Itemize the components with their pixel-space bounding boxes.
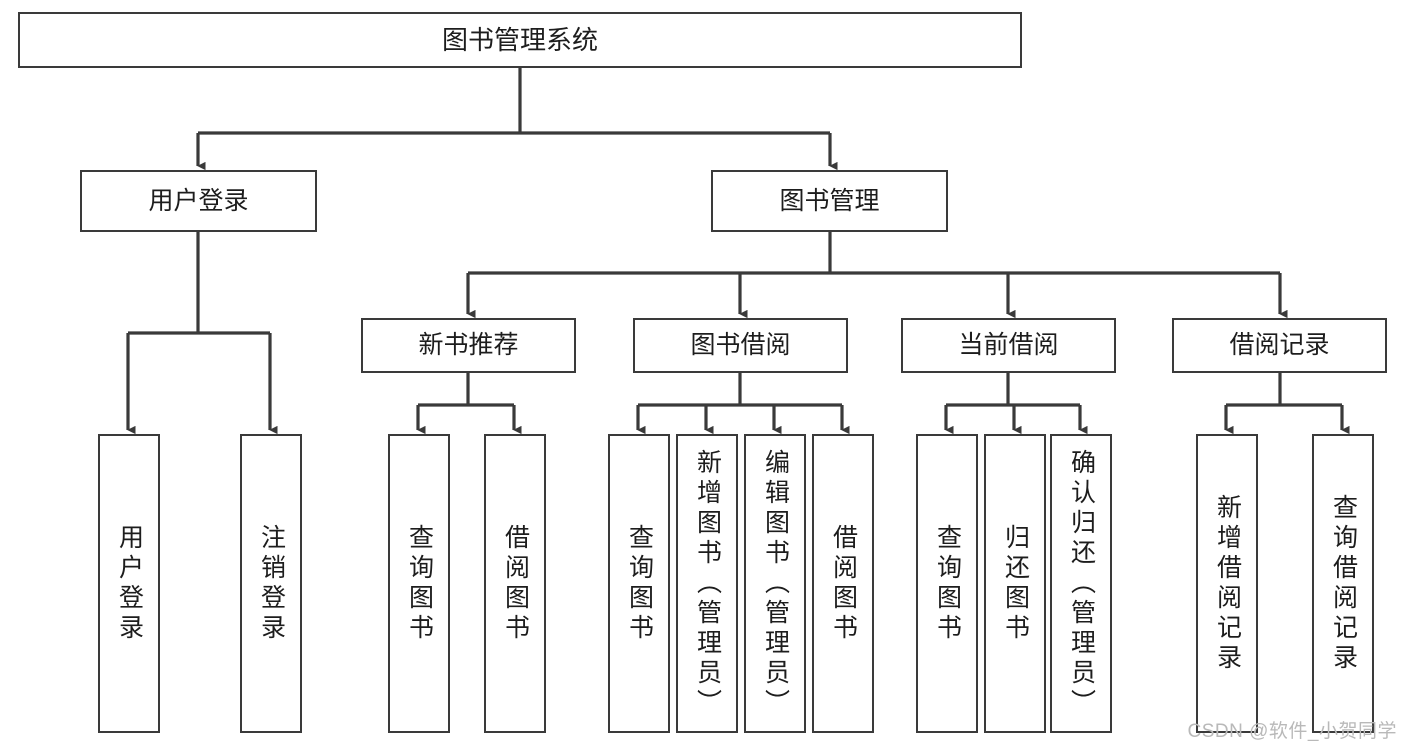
node-label: 确认归还（管理员） [1067, 448, 1096, 719]
leaf-record-query-borrow-record[interactable]: 查询借阅记录 [1312, 434, 1374, 733]
node-label: 新书推荐 [418, 331, 519, 359]
node-borrow-record[interactable]: 借阅记录 [1172, 318, 1387, 373]
node-label: 查询借阅记录 [1329, 493, 1358, 674]
node-label: 查询图书 [933, 523, 962, 644]
leaf-record-add-borrow-record[interactable]: 新增借阅记录 [1196, 434, 1258, 733]
node-label: 查询图书 [625, 523, 654, 644]
leaf-current-query-book[interactable]: 查询图书 [916, 434, 978, 733]
leaf-recommend-query-book[interactable]: 查询图书 [388, 434, 450, 733]
node-book-management[interactable]: 图书管理 [711, 170, 948, 232]
leaf-recommend-borrow-book[interactable]: 借阅图书 [484, 434, 546, 733]
node-label: 新增图书（管理员） [693, 448, 722, 719]
node-label: 用户登录 [115, 523, 144, 644]
node-root-book-management-system[interactable]: 图书管理系统 [18, 12, 1022, 68]
node-label: 借阅图书 [829, 523, 858, 644]
node-label: 注销登录 [257, 523, 286, 644]
node-label: 借阅记录 [1229, 331, 1330, 359]
node-user-login[interactable]: 用户登录 [80, 170, 317, 232]
node-book-borrow[interactable]: 图书借阅 [633, 318, 848, 373]
leaf-current-confirm-return-admin[interactable]: 确认归还（管理员） [1050, 434, 1112, 733]
leaf-borrow-edit-book-admin[interactable]: 编辑图书（管理员） [744, 434, 806, 733]
node-label: 图书借阅 [690, 331, 791, 359]
leaf-user-login-signin[interactable]: 用户登录 [98, 434, 160, 733]
node-label: 查询图书 [405, 523, 434, 644]
leaf-borrow-borrow-book[interactable]: 借阅图书 [812, 434, 874, 733]
node-label: 新增借阅记录 [1213, 493, 1242, 674]
leaf-borrow-query-book[interactable]: 查询图书 [608, 434, 670, 733]
node-new-book-recommend[interactable]: 新书推荐 [361, 318, 576, 373]
leaf-user-login-signout[interactable]: 注销登录 [240, 434, 302, 733]
csdn-watermark: CSDN @软件_小贺同学 [1187, 721, 1397, 742]
node-label: 当前借阅 [958, 331, 1059, 359]
node-label: 借阅图书 [501, 523, 530, 644]
node-label: 归还图书 [1001, 523, 1030, 644]
node-label: 用户登录 [148, 186, 249, 215]
node-label: 图书管理系统 [441, 24, 598, 55]
node-label: 编辑图书（管理员） [761, 448, 790, 719]
node-current-borrow[interactable]: 当前借阅 [901, 318, 1116, 373]
leaf-current-return-book[interactable]: 归还图书 [984, 434, 1046, 733]
node-label: 图书管理 [779, 186, 880, 215]
leaf-borrow-add-book-admin[interactable]: 新增图书（管理员） [676, 434, 738, 733]
